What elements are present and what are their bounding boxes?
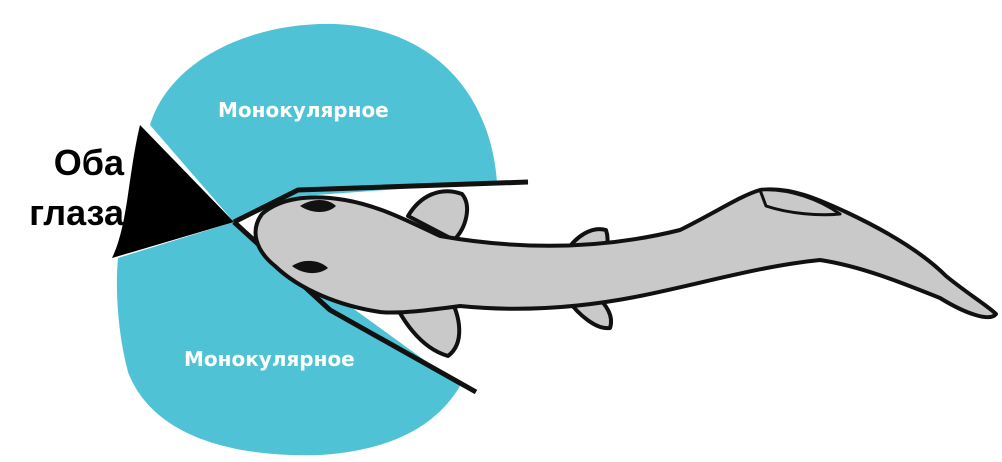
monocular-label-top: Монокулярное (218, 98, 389, 122)
binocular-label-line2: глаза (12, 188, 124, 238)
binocular-label: Оба глаза (12, 138, 124, 238)
shark-body (256, 189, 996, 317)
monocular-label-bottom: Монокулярное (184, 347, 355, 371)
binocular-label-line1: Оба (12, 138, 124, 188)
